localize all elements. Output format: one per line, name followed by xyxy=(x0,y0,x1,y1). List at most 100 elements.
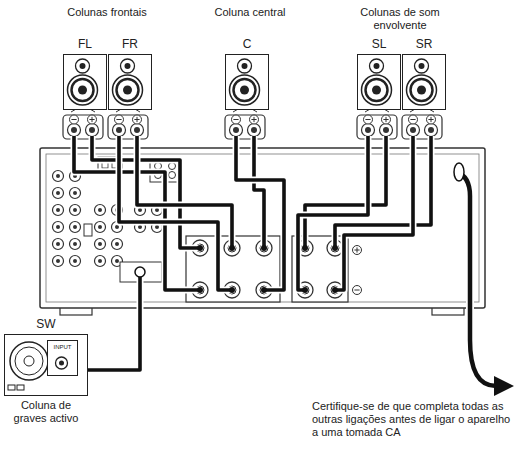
speaker-label: C xyxy=(225,36,269,52)
rca-jack-pin xyxy=(73,208,77,212)
control-knob xyxy=(8,385,15,390)
woofer-surround xyxy=(366,79,388,101)
speaker-terminal-post xyxy=(233,127,239,133)
woofer xyxy=(407,75,437,105)
wire-casing xyxy=(92,136,200,248)
speaker-terminal-plate xyxy=(108,115,148,139)
rca-jack-pin xyxy=(56,174,60,178)
power-arrow xyxy=(494,376,514,396)
rca-jack-pin xyxy=(56,191,60,195)
plus-symbol xyxy=(250,115,259,124)
minus-symbol xyxy=(70,115,79,124)
speaker-cabinet: INPUT xyxy=(4,334,88,396)
minus-symbol xyxy=(115,115,124,124)
speaker-terminal xyxy=(86,124,99,137)
rca-jack-pin xyxy=(115,259,119,263)
rca-jack-pin xyxy=(138,208,142,212)
jack-label: INPUT xyxy=(48,341,77,351)
speaker-terminal-post xyxy=(116,127,122,133)
plus-symbol xyxy=(382,115,391,124)
tweeter-dome xyxy=(242,63,248,69)
plus-symbol xyxy=(92,117,93,122)
group-heading: Colunas frontais xyxy=(47,6,167,19)
woofer-surround xyxy=(411,79,433,101)
rca-jack-pin xyxy=(56,208,60,212)
speaker-cabinet xyxy=(63,54,107,110)
tweeter xyxy=(370,59,384,73)
speaker-cabinet xyxy=(357,54,401,110)
wire-end xyxy=(229,287,235,293)
speaker-terminal xyxy=(425,124,438,137)
rca-jack xyxy=(70,188,81,199)
speaker-terminal-plate xyxy=(402,115,442,139)
rca-jack-pin xyxy=(73,225,77,229)
woofer-cone xyxy=(15,347,43,375)
wire-end xyxy=(197,287,203,293)
plus-symbol xyxy=(88,115,97,124)
speaker: SL xyxy=(357,36,401,110)
woofer-cap xyxy=(78,86,87,95)
rca-jack xyxy=(95,239,106,250)
rca-jack-pin xyxy=(56,242,60,246)
speaker-label: SR xyxy=(402,36,446,52)
speaker-terminal xyxy=(248,124,261,137)
tweeter-dome xyxy=(80,63,86,69)
rca-jack xyxy=(53,171,64,182)
control-knob xyxy=(17,385,24,390)
minus-symbol xyxy=(71,119,76,120)
rca-jack-pin xyxy=(56,259,60,263)
wire-casing xyxy=(137,136,232,248)
group-heading: Colunas de som envolvente xyxy=(348,6,452,32)
plus-symbol xyxy=(353,246,362,255)
input-panel: INPUT xyxy=(47,340,78,376)
rca-jack-pin xyxy=(98,242,102,246)
speaker-cabinet xyxy=(402,54,446,110)
speaker: SR xyxy=(402,36,446,110)
rca-jack xyxy=(70,222,81,233)
tweeter xyxy=(76,59,90,73)
minus-symbol xyxy=(354,290,359,291)
speaker-terminal-plate xyxy=(357,115,397,139)
plus-symbol xyxy=(386,117,387,122)
cord-casing xyxy=(456,172,496,386)
speaker: FR xyxy=(108,36,152,110)
minus-symbol xyxy=(410,119,415,120)
speaker-label: FR xyxy=(108,36,152,52)
rca-jack xyxy=(95,256,106,267)
rca-jack-pin xyxy=(98,225,102,229)
speaker-terminal-post xyxy=(365,127,371,133)
plus-symbol xyxy=(431,117,432,122)
speaker-wire xyxy=(119,136,232,290)
rca-jack-pin xyxy=(115,225,119,229)
wire-casing xyxy=(335,136,413,290)
woofer-cap xyxy=(123,86,132,95)
minus-symbol xyxy=(233,119,238,120)
wire-end xyxy=(302,245,308,251)
woofer-surround xyxy=(72,79,94,101)
plus-symbol xyxy=(427,115,436,124)
digital-jack xyxy=(84,224,92,236)
wire-end xyxy=(332,245,338,251)
plus-symbol xyxy=(357,247,358,252)
wire-casing xyxy=(119,136,232,290)
jack-ring xyxy=(56,357,68,369)
rca-jack-pin xyxy=(73,259,77,263)
speaker-terminal-plate xyxy=(225,115,265,139)
speaker-terminal xyxy=(68,124,81,137)
speaker-terminal-post xyxy=(134,127,140,133)
rca-jack-pin xyxy=(73,242,77,246)
rca-jack-pin xyxy=(155,208,159,212)
plus-symbol xyxy=(254,117,255,122)
woofer-cap xyxy=(417,86,426,95)
speaker-terminal xyxy=(131,124,144,137)
speaker-wire xyxy=(335,136,431,248)
rca-jack xyxy=(70,239,81,250)
minus-symbol xyxy=(364,115,373,124)
speaker-wire xyxy=(298,136,368,290)
rca-jack xyxy=(70,256,81,267)
speaker-wires xyxy=(74,136,431,370)
speaker-wire xyxy=(305,136,386,248)
antenna-jack xyxy=(169,172,176,179)
rca-jack xyxy=(53,256,64,267)
minus-symbol xyxy=(365,119,370,120)
